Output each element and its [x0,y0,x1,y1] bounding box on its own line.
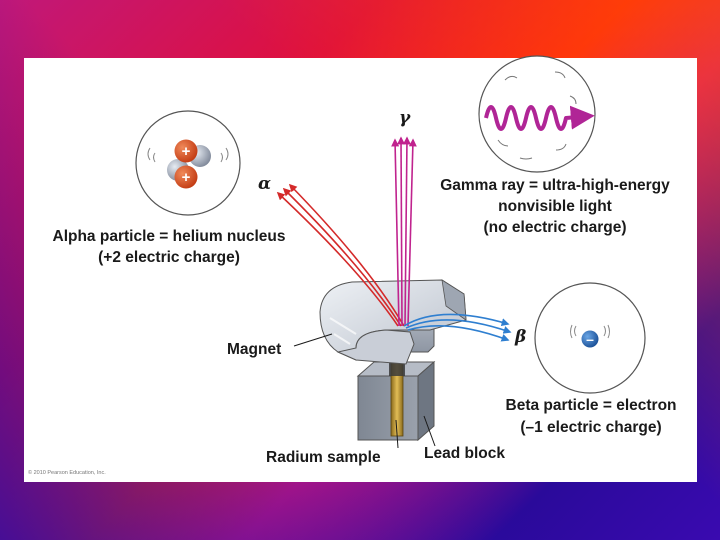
gamma-label-line2: nonvisible light [498,198,612,215]
alpha-symbol: α [258,174,272,194]
alpha-rays [276,183,405,327]
alpha-particle-illustration: + + [135,110,241,216]
gamma-rays [391,136,417,327]
beta-symbol: β [515,327,527,347]
magnet-leader-line [293,333,333,347]
proton-sign: + [182,143,191,160]
magnet-label: Magnet [227,341,282,358]
radium-sample-leader-line [395,419,399,449]
proton-sphere [174,165,198,189]
radium-sample-label: Radium sample [266,449,381,466]
gamma-label-line3: (no electric charge) [483,219,627,236]
proton-sphere [174,139,198,163]
proton-sign: + [182,169,191,186]
beta-particle-illustration: – [534,282,646,394]
beta-label-line1: Beta particle = electron [505,397,677,414]
lead-block-label: Lead block [424,445,505,462]
gamma-label-line1: Gamma ray = ultra-high-energy [440,177,670,194]
gamma-symbol: γ [399,108,411,128]
magnet [319,279,467,365]
copyright-notice: © 2010 Pearson Education, Inc. [28,470,106,476]
gamma-ray-illustration [478,55,596,173]
lead-block [356,359,436,442]
lead-block-leader-line [423,415,436,447]
alpha-label-line1: Alpha particle = helium nucleus [52,228,286,245]
beta-label-line2: (–1 electric charge) [520,419,662,436]
electron-sign: – [586,331,594,347]
alpha-label-line2: (+2 electric charge) [98,249,240,266]
electron-sphere [581,330,599,348]
beta-rays [403,313,512,342]
